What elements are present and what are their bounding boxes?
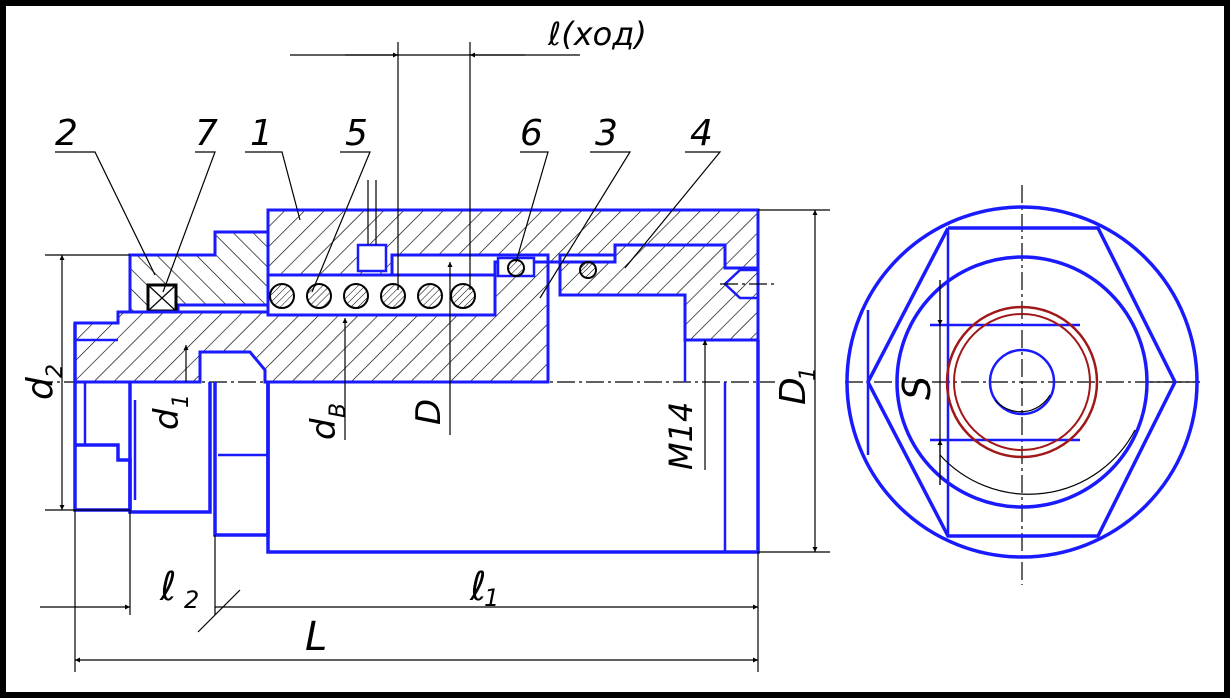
leader-label-7: 7 bbox=[195, 113, 218, 154]
leader-label-3: 3 bbox=[595, 113, 618, 154]
svg-text:В: В bbox=[326, 403, 351, 418]
label-D1: D 1 bbox=[773, 367, 821, 405]
part-5-spring bbox=[269, 283, 476, 309]
label-l1: ℓ bbox=[469, 564, 487, 610]
label-stroke: ℓ(ход) bbox=[547, 15, 647, 53]
part-6-ball bbox=[507, 259, 525, 277]
svg-text:d: d bbox=[20, 376, 61, 400]
label-M14: M14 bbox=[662, 402, 700, 470]
part-4-piston bbox=[558, 243, 760, 342]
leader-label-4: 4 bbox=[690, 113, 713, 154]
shaft-upper bbox=[73, 260, 550, 384]
svg-text:M14: M14 bbox=[662, 402, 700, 470]
svg-text:D: D bbox=[773, 377, 814, 405]
svg-text:1: 1 bbox=[169, 394, 194, 408]
svg-text:D: D bbox=[409, 399, 449, 425]
svg-text:d: d bbox=[304, 418, 344, 440]
outer-circle bbox=[845, 205, 1199, 559]
seal-ring-outer bbox=[945, 305, 1099, 459]
leaders bbox=[55, 151, 722, 299]
leader-label-6: 6 bbox=[520, 113, 543, 154]
leader-label-5: 5 bbox=[345, 113, 368, 154]
leader-label-2: 2 bbox=[55, 113, 78, 154]
bore-circle bbox=[988, 348, 1056, 416]
svg-text:1: 1 bbox=[796, 367, 821, 381]
part-pin bbox=[356, 243, 388, 273]
svg-text:2: 2 bbox=[43, 364, 68, 378]
seal-ring-inner bbox=[953, 313, 1091, 451]
svg-text:2: 2 bbox=[184, 586, 199, 614]
leader-label-1: 1 bbox=[250, 113, 273, 154]
inner-circle bbox=[895, 255, 1149, 509]
label-dB: d В bbox=[304, 403, 351, 440]
label-D: D bbox=[409, 399, 449, 425]
label-S: S bbox=[895, 376, 939, 400]
label-l2: ℓ bbox=[159, 564, 177, 610]
section-view: ℓ(ход) 2 7 1 5 6 3 4 d 2 d 1 bbox=[20, 15, 830, 672]
label-L: L bbox=[305, 614, 327, 660]
part-ball-small bbox=[579, 261, 597, 279]
svg-text:1: 1 bbox=[484, 584, 499, 612]
label-d1: d 1 bbox=[147, 394, 194, 430]
svg-text:d: d bbox=[147, 408, 187, 430]
svg-text:S: S bbox=[895, 376, 939, 400]
end-view: S bbox=[845, 185, 1200, 585]
label-d2: d 2 bbox=[20, 364, 68, 400]
